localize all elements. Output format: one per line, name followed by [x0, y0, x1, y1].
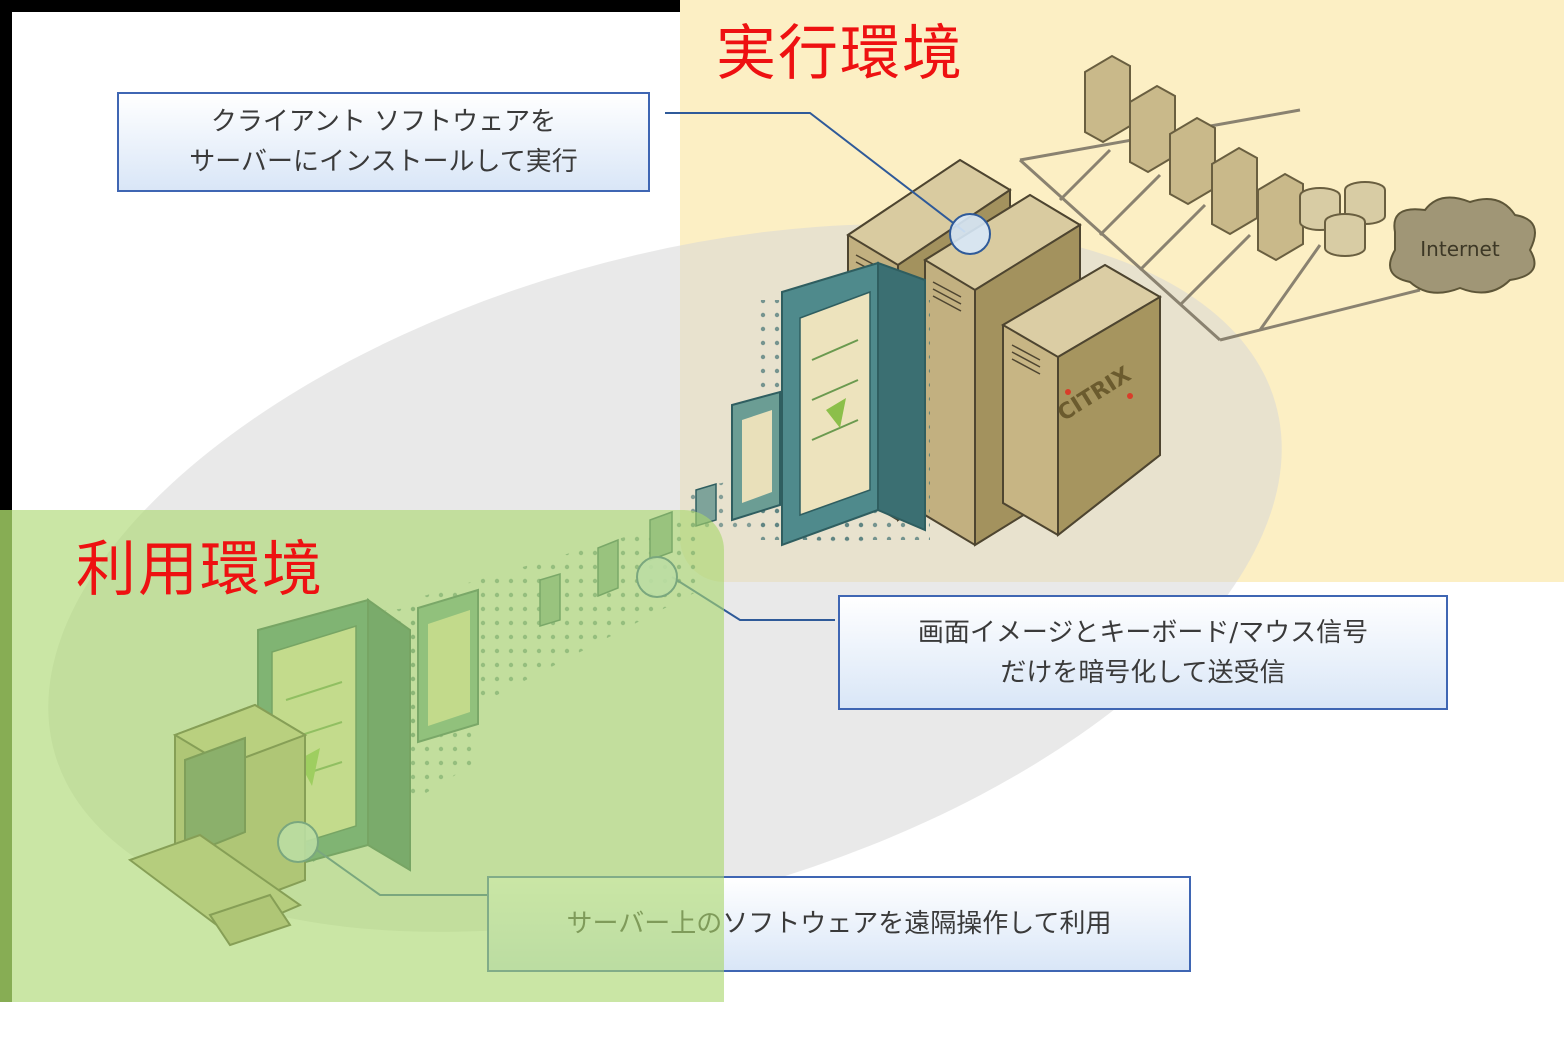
callout-server-install-line-2: サーバーにインストールして実行	[189, 147, 578, 177]
citrix-server: CITRIX	[1001, 263, 1162, 538]
internet-cloud-icon	[1389, 196, 1536, 294]
usage-environment-area	[0, 510, 724, 1002]
callout-encrypted-signals: 画面イメージとキーボード/マウス信号 だけを暗号化して送受信	[838, 595, 1448, 710]
callout-server-install-line-1: クライアント ソフトウェアを	[210, 107, 557, 137]
server-side-screen-frame	[781, 261, 926, 547]
callout-server-install: クライアント ソフトウェアを サーバーにインストールして実行	[117, 92, 650, 192]
small-server-icons	[1084, 54, 1304, 262]
callout-encrypted-signals-line-2: だけを暗号化して送受信	[1000, 657, 1286, 688]
callout-encrypted-signals-line-1: 画面イメージとキーボード/マウス信号	[917, 617, 1369, 648]
database-icons	[1299, 181, 1386, 257]
internet-label: Internet	[1420, 237, 1500, 261]
execution-environment-title: 実行環境	[716, 19, 964, 89]
slide-frame-left	[0, 0, 12, 510]
usage-environment-title: 利用環境	[76, 535, 324, 605]
